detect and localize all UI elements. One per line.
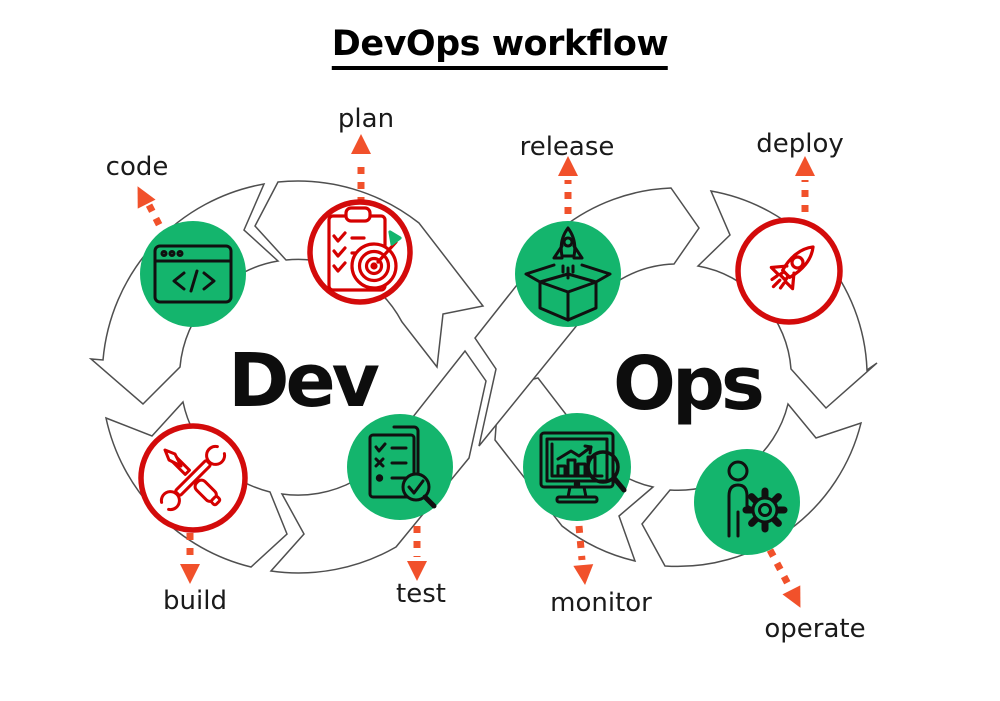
build-stage-circle — [138, 423, 248, 533]
checklist-magnifier-icon — [368, 425, 437, 509]
code-window-icon — [153, 244, 233, 304]
stage-label-build: build — [163, 586, 227, 616]
stage-label-release: release — [519, 132, 615, 162]
test-stage-circle — [347, 414, 453, 520]
operate-arrow — [766, 548, 801, 608]
stage-label-code: code — [105, 152, 169, 182]
monitor-stage-circle — [523, 413, 631, 521]
release-arrow — [558, 156, 578, 214]
monitor-arrow — [573, 525, 594, 585]
rocket-box-icon — [524, 226, 612, 322]
crossed-tools-icon — [159, 444, 227, 512]
stage-label-test: test — [396, 579, 446, 609]
person-gear-icon — [727, 460, 788, 538]
stage-label-deploy: deploy — [756, 129, 844, 159]
deploy-arrow — [795, 156, 815, 212]
code-arrow — [137, 186, 170, 240]
code-stage-circle — [140, 221, 246, 327]
stage-circles — [138, 199, 843, 555]
page-title: DevOps workflow — [331, 24, 669, 70]
deploy-stage-circle — [735, 217, 843, 325]
test-arrow — [407, 526, 427, 581]
stage-label-plan: plan — [337, 104, 395, 134]
release-stage-circle — [515, 221, 621, 327]
plan-stage-circle — [307, 199, 413, 305]
stage-label-monitor: monitor — [550, 588, 652, 618]
dev-loop-label: Dev — [228, 338, 380, 424]
stage-arrows — [137, 134, 815, 608]
monitor-chart-magnifier-icon — [539, 431, 627, 504]
rocket-icon — [769, 245, 815, 291]
plan-arrow — [351, 134, 371, 204]
clipboard-target-icon — [327, 206, 402, 292]
build-arrow — [180, 533, 200, 584]
operate-stage-circle — [694, 449, 800, 555]
ops-loop-label: Ops — [613, 341, 765, 427]
stage-label-operate: operate — [764, 614, 866, 644]
